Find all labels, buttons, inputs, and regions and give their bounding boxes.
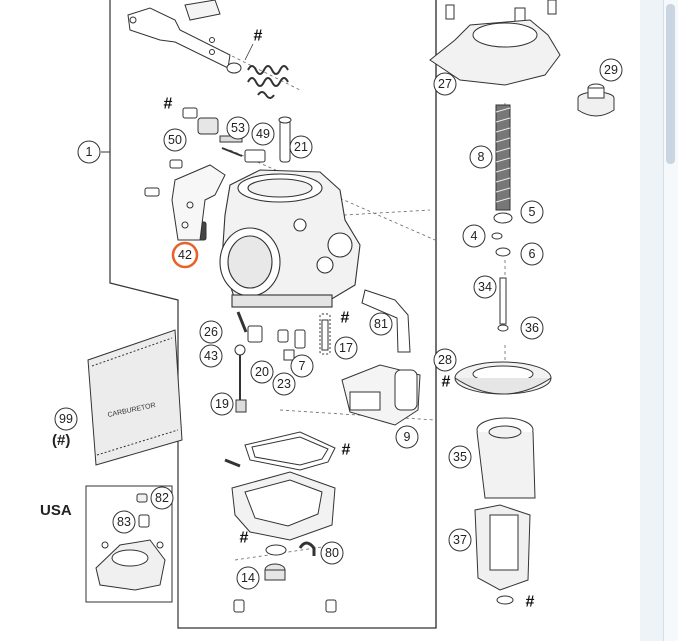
float-bowl-gasket-part	[244, 431, 336, 471]
callout-49[interactable]: 49	[251, 122, 275, 146]
callout-35[interactable]: 35	[448, 445, 472, 469]
callout-number: 7	[299, 359, 306, 373]
hash-mark: #	[240, 530, 249, 547]
callout-43[interactable]: 43	[199, 344, 223, 368]
callout-26[interactable]: 26	[199, 320, 223, 344]
jet-parts	[234, 311, 331, 413]
callout-9[interactable]: 9	[395, 425, 419, 449]
callout-27[interactable]: 27	[433, 72, 457, 96]
callout-23[interactable]: 23	[272, 372, 296, 396]
float-bowl-part	[224, 458, 336, 541]
callout-number: 1	[86, 145, 93, 159]
callout-14[interactable]: 14	[236, 566, 260, 590]
usa-group-frame: USA	[40, 485, 173, 603]
callout-29[interactable]: 29	[599, 58, 623, 82]
callout-number: 37	[453, 533, 467, 547]
callout-number: 21	[294, 140, 308, 154]
hash-mark: #	[341, 310, 350, 327]
throttle-shaft-part	[127, 0, 231, 69]
usa-label: USA	[40, 502, 72, 519]
return-spring-part	[226, 62, 289, 99]
drain-plug-part	[233, 541, 337, 613]
callout-number: 19	[215, 397, 229, 411]
slide-37-part	[474, 504, 531, 605]
callout-number: 34	[478, 280, 492, 294]
callout-number: 5	[529, 205, 536, 219]
hash-mark: #	[342, 442, 351, 459]
float-part	[341, 364, 421, 426]
callout-number: 99	[59, 412, 73, 426]
callout-17[interactable]: 17	[334, 336, 358, 360]
callout-number: 17	[339, 341, 353, 355]
callout-number: 23	[277, 377, 291, 391]
callout-1[interactable]: 1	[77, 140, 101, 164]
hash-mark: #	[164, 96, 173, 113]
callout-number: 43	[204, 349, 218, 363]
callout-81[interactable]: 81	[369, 312, 393, 336]
callout-number: 20	[255, 365, 269, 379]
callout-number: 53	[231, 121, 245, 135]
top-cap-part	[429, 0, 561, 86]
callout-53[interactable]: 53	[226, 116, 250, 140]
callout-number: 80	[325, 546, 339, 560]
bracket-plate-part	[171, 164, 226, 241]
callout-number: 82	[155, 491, 169, 505]
callout-82[interactable]: 82	[150, 486, 174, 510]
callout-19[interactable]: 19	[210, 392, 234, 416]
hash-mark: #	[254, 28, 263, 45]
callout-50[interactable]: 50	[163, 128, 187, 152]
cap-29-part	[577, 83, 615, 117]
callout-42[interactable]: 42	[171, 241, 199, 269]
hash-mark: #	[442, 374, 451, 391]
usa-parts	[95, 493, 166, 591]
idle-screw-part	[182, 107, 266, 163]
callout-number: 36	[525, 321, 539, 335]
callout-number: 83	[117, 515, 131, 529]
callout-number: 29	[604, 63, 618, 77]
callout-number: 35	[453, 450, 467, 464]
callout-number: 14	[241, 571, 255, 585]
callout-21[interactable]: 21	[289, 135, 313, 159]
clip-washer-parts	[491, 232, 511, 332]
callout-80[interactable]: 80	[320, 541, 344, 565]
callout-34[interactable]: 34	[473, 275, 497, 299]
callout-99[interactable]: 99	[54, 407, 78, 431]
diaphragm-28-part	[454, 361, 552, 395]
callout-number: 26	[204, 325, 218, 339]
scrollbar-thumb[interactable]	[666, 4, 675, 164]
slide-spring-part	[493, 104, 513, 224]
callout-7[interactable]: 7	[290, 354, 314, 378]
callout-number: 81	[374, 317, 388, 331]
carburetor-body-part	[219, 169, 361, 308]
slide-35-part	[476, 417, 536, 499]
hose-81-part	[361, 289, 411, 353]
callout-number: 28	[438, 353, 452, 367]
callout-number: 42	[178, 248, 192, 262]
callout-number: 4	[471, 229, 478, 243]
callout-6[interactable]: 6	[520, 242, 544, 266]
callout-4[interactable]: 4	[462, 224, 486, 248]
hash-mark: #	[526, 594, 535, 611]
callout-number: 49	[256, 127, 270, 141]
callout-number: 27	[438, 77, 452, 91]
callout-number: 50	[168, 133, 182, 147]
callout-36[interactable]: 36	[520, 316, 544, 340]
callout-8[interactable]: 8	[469, 145, 493, 169]
callout-20[interactable]: 20	[250, 360, 274, 384]
callout-83[interactable]: 83	[112, 510, 136, 534]
callout-28[interactable]: 28	[433, 348, 457, 372]
callout-37[interactable]: 37	[448, 528, 472, 552]
leader-line	[244, 43, 254, 61]
callout-number: 9	[404, 430, 411, 444]
paren-hash-label: (#)	[52, 432, 70, 449]
callout-number: 6	[529, 247, 536, 261]
callout-5[interactable]: 5	[520, 200, 544, 224]
callout-number: 8	[478, 150, 485, 164]
gasket-kit-bag-part: CARBURETOR	[87, 329, 183, 466]
plug-21-part	[278, 116, 292, 163]
assembly-frame	[109, 0, 437, 629]
